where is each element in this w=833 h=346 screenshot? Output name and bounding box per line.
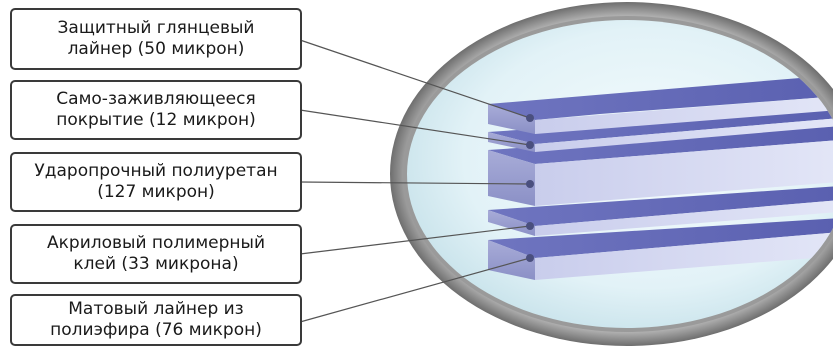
layer-5-face xyxy=(488,240,535,280)
marker-dot-2 xyxy=(526,141,534,149)
layer-label-1: Защитный глянцевый лайнер (50 микрон) xyxy=(10,8,302,70)
layer-4-top xyxy=(488,186,833,226)
marker-dot-4 xyxy=(526,222,534,230)
layer-label-5-line1: Матовый лайнер из xyxy=(68,299,244,319)
layer-5-top xyxy=(488,218,833,258)
layer-label-5-line2: полиэфира (76 микрон) xyxy=(50,320,262,340)
layer-label-2-line1: Само-заживляющееся xyxy=(56,89,256,109)
layer-4-face xyxy=(488,210,535,236)
layer-label-3-line2: (127 микрон) xyxy=(97,182,215,202)
layer-4-side xyxy=(535,200,833,236)
layer-1-side xyxy=(535,96,833,134)
layer-2-top xyxy=(488,108,833,144)
layer-label-1-line1: Защитный глянцевый xyxy=(57,18,255,38)
layer-label-1-line2: лайнер (50 микрон) xyxy=(67,39,245,59)
layer-label-3: Ударопрочный полиуретан (127 микрон) xyxy=(10,152,302,212)
layer-3-side xyxy=(535,140,833,206)
layer-label-2-line2: покрытие (12 микрон) xyxy=(56,110,256,130)
leader-line-5 xyxy=(299,257,531,323)
leader-line-4 xyxy=(299,225,531,255)
layer-3-top xyxy=(488,126,833,164)
layer-label-4-line1: Акриловый полимерный xyxy=(47,233,265,253)
leader-line-1 xyxy=(299,39,531,119)
layer-1-top xyxy=(488,78,833,120)
layer-stack xyxy=(488,78,833,280)
layer-label-5: Матовый лайнер из полиэфира (76 микрон) xyxy=(10,294,302,346)
layer-5-side xyxy=(535,232,833,280)
layer-label-4-line2: клей (33 микрона) xyxy=(73,254,239,274)
marker-dot-1 xyxy=(526,114,534,122)
layer-1-face xyxy=(488,104,535,134)
layer-label-3-line1: Ударопрочный полиуретан xyxy=(34,161,278,181)
leader-line-2 xyxy=(299,109,531,146)
leader-line-3 xyxy=(299,181,531,185)
layer-label-2: Само-заживляющееся покрытие (12 микрон) xyxy=(10,80,302,140)
layer-label-4: Акриловый полимерный клей (33 микрона) xyxy=(10,224,302,284)
marker-dot-5 xyxy=(526,254,534,262)
layer-3-face xyxy=(488,150,535,206)
layer-2-side xyxy=(535,118,833,152)
marker-dot-3 xyxy=(526,180,534,188)
